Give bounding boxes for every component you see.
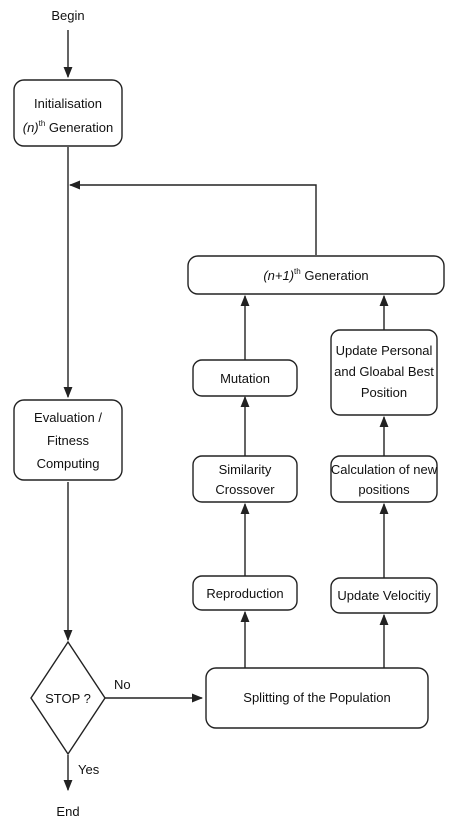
similarity-crossover-node: Similarity Crossover (192, 455, 298, 503)
end-label: End (56, 804, 79, 819)
evaluation-label-line3: Computing (37, 456, 100, 471)
splitting-population-node: Splitting of the Population (205, 667, 429, 729)
update-best-label-line2: and Gloabal Best (334, 364, 434, 379)
update-velocity-label: Update Velocitiy (337, 588, 431, 603)
initialisation-generation-label: (n)th Generation (23, 119, 114, 135)
update-best-label-line1: Update Personal (336, 343, 433, 358)
similarity-crossover-label-line2: Crossover (215, 482, 275, 497)
stop-decision-diamond (30, 640, 106, 756)
reproduction-label: Reproduction (206, 586, 283, 601)
init-n-symbol: (n) (23, 120, 39, 135)
calculation-label-line2: positions (358, 482, 410, 497)
similarity-crossover-label-line1: Similarity (219, 462, 272, 477)
calculation-label-line1: Calculation of new (331, 462, 438, 477)
stop-decision-node: STOP ? (30, 640, 106, 756)
update-best-position-node: Update Personal and Gloabal Best Positio… (330, 329, 438, 416)
evaluation-node: Evaluation / Fitness Computing (13, 399, 123, 481)
next-generation-box (187, 255, 445, 295)
connectors (63, 30, 389, 792)
initialisation-box (13, 79, 123, 147)
init-th-superscript: th (39, 119, 46, 128)
initialisation-label: Initialisation (34, 96, 102, 111)
loop-back-line (68, 180, 317, 255)
evaluation-box (13, 399, 123, 481)
mutation-node: Mutation (192, 359, 298, 397)
next-generation-label: (n+1)th Generation (263, 267, 368, 283)
next-generation-node: (n+1)th Generation (187, 255, 445, 295)
no-branch-label: No (114, 677, 131, 692)
init-generation-word: Generation (45, 120, 113, 135)
mutation-box (192, 359, 298, 397)
update-velocity-node: Update Velocitiy (330, 577, 438, 614)
next-generation-word: Generation (301, 268, 369, 283)
mutation-label: Mutation (220, 371, 270, 386)
calculation-positions-box (330, 455, 438, 503)
next-n-symbol: (n+1) (263, 268, 294, 283)
update-velocity-box (330, 577, 438, 614)
initialisation-node: Initialisation (n)th Generation (13, 79, 123, 147)
stop-decision-label: STOP ? (45, 691, 91, 706)
calculation-positions-node: Calculation of new positions (330, 455, 438, 503)
evaluation-label-line1: Evaluation / (34, 410, 102, 425)
update-best-position-box (330, 329, 438, 416)
yes-branch-label: Yes (78, 762, 100, 777)
reproduction-box (192, 575, 298, 611)
begin-label: Begin (51, 8, 84, 23)
reproduction-node: Reproduction (192, 575, 298, 611)
splitting-population-label: Splitting of the Population (243, 690, 390, 705)
update-best-label-line3: Position (361, 385, 407, 400)
next-th-superscript: th (294, 267, 301, 276)
splitting-population-box (205, 667, 429, 729)
evaluation-label-line2: Fitness (47, 433, 89, 448)
similarity-crossover-box (192, 455, 298, 503)
